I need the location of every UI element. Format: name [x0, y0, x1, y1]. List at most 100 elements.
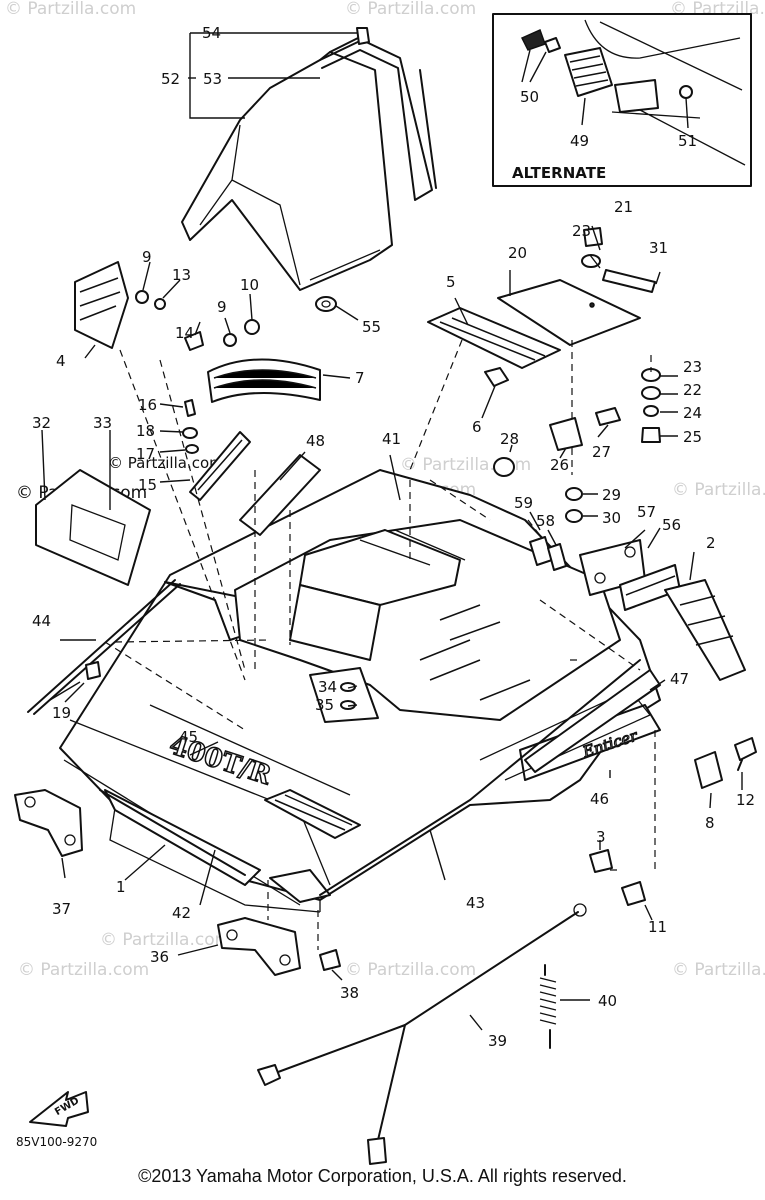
nut-part-38: [319, 949, 341, 971]
nut-part-10: [244, 319, 260, 335]
stripe-part-47: [524, 669, 661, 773]
bushing-part-28: [493, 457, 515, 477]
right-top-parts: 21 23 31 20 5 23 22 24 25 6: [409, 198, 702, 475]
nut-part-11: [621, 881, 646, 906]
middle-right-parts: 28 26 27 29 30: [493, 407, 621, 527]
callout-56: 56: [662, 516, 681, 534]
left-vent-parts: 9 13 10 9 14 7 4: [56, 248, 365, 403]
bolt-part-12: [734, 737, 757, 761]
rod-part-31: [602, 269, 656, 293]
watermark-text: © Partzilla.com: [672, 960, 765, 980]
callout-29: 29: [602, 486, 621, 504]
side-grille-part-2: [664, 579, 746, 681]
cap-part-25: [641, 427, 661, 443]
callout-22: 22: [683, 381, 702, 399]
bolt-part-27: [595, 407, 621, 426]
vent-bezel-part-32: [35, 469, 151, 586]
watermark-text: © Partzilla.com: [345, 0, 476, 19]
callout-53: 53: [203, 70, 222, 88]
callout-48: 48: [306, 432, 325, 450]
callout-2: 2: [706, 534, 716, 552]
stripe-part-48: [239, 454, 321, 536]
callout-38: 38: [340, 984, 359, 1002]
washer-part-22: [641, 386, 661, 400]
callout-39: 39: [488, 1032, 507, 1050]
callout-35: 35: [315, 696, 334, 714]
callout-59: 59: [514, 494, 533, 512]
callout-45: 45: [179, 728, 198, 746]
washer-part-24: [643, 405, 659, 417]
windshield-part-52: [181, 51, 393, 291]
side-grille-part-4: [74, 261, 129, 349]
callout-41: 41: [382, 430, 401, 448]
washer-part-30: [565, 509, 583, 523]
callout-36: 36: [150, 948, 169, 966]
callout-14: 14: [175, 324, 194, 342]
grommet-part-9: [135, 290, 149, 304]
callout-18: 18: [136, 422, 155, 440]
trim-part-43: [319, 659, 641, 896]
watermark-text: © Partzilla.com: [5, 0, 136, 19]
callout-27: 27: [592, 443, 611, 461]
bushing-part-8: [694, 751, 723, 789]
part-17: [185, 444, 199, 454]
nut-part-3: [589, 849, 613, 873]
alternate-label: ALTERNATE: [512, 164, 606, 182]
callout-30: 30: [602, 509, 621, 527]
watermark-text: © Partzilla.com: [345, 960, 476, 980]
callout-23: 23: [683, 358, 702, 376]
callout-25: 25: [683, 428, 702, 446]
callout-7: 7: [355, 369, 365, 387]
plate-part-20: [497, 279, 641, 346]
callout-5: 5: [446, 273, 456, 291]
bolt-part-50: [520, 28, 546, 51]
washer-part-18: [182, 427, 198, 439]
figure-code: 85V100-9270: [16, 1135, 97, 1149]
grommet-55: 55: [315, 296, 381, 336]
callout-49: 49: [570, 132, 589, 150]
left-small-parts: 16 18 17 15 33 32: [32, 396, 251, 586]
callout-51: 51: [678, 132, 697, 150]
screw-part-54: [356, 27, 370, 45]
watermark-text: © Partzilla.com: [100, 930, 231, 950]
callout-32: 32: [32, 414, 51, 432]
grommet-part-9: [223, 333, 237, 347]
washer-part-58: [547, 543, 567, 571]
cable-and-spring: 39 40: [257, 903, 617, 1165]
watermark-text: © Partzilla.com: [672, 480, 765, 500]
callout-42: 42: [172, 904, 191, 922]
callout-9: 9: [142, 248, 152, 266]
callout-19: 19: [52, 704, 71, 722]
nut-part-19: [85, 661, 101, 680]
callout-54: 54: [202, 24, 221, 42]
callout-15: 15: [138, 476, 157, 494]
callout-12: 12: [736, 791, 755, 809]
callout-40: 40: [598, 992, 617, 1010]
grommet-part-29: [565, 487, 583, 501]
callout-13: 13: [172, 266, 191, 284]
callout-58: 58: [536, 512, 555, 530]
arrow-icon: [29, 1091, 89, 1127]
latch-part-34: [309, 667, 379, 723]
bracket-part-26: [549, 417, 583, 451]
callout-47: 47: [670, 670, 689, 688]
cable-part-39: [404, 911, 579, 1026]
callout-6: 6: [472, 418, 482, 436]
callout-44: 44: [32, 612, 51, 630]
callout-43: 43: [466, 894, 485, 912]
callout-28: 28: [500, 430, 519, 448]
callout-57: 57: [637, 503, 656, 521]
callout-31: 31: [649, 239, 668, 257]
trim-part-42: [99, 789, 246, 876]
callout-33: 33: [93, 414, 112, 432]
callout-23: 23: [572, 222, 591, 240]
spring-part-40: [539, 977, 557, 1025]
strip-part-44: [27, 579, 176, 713]
callout-20: 20: [508, 244, 527, 262]
callout-16: 16: [138, 396, 157, 414]
watermark-text: © Partzilla.com: [18, 960, 149, 980]
hinge-parts: 19 37 36 38: [14, 661, 359, 1002]
fwd-arrow: FWD: [29, 1091, 89, 1127]
